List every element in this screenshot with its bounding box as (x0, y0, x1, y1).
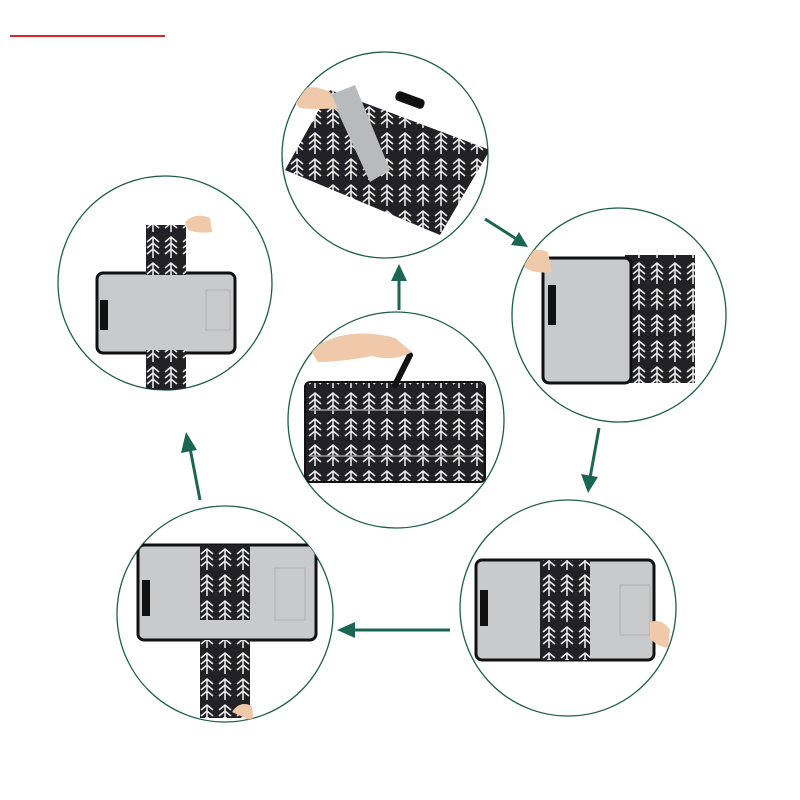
arrow-top-to-right (484, 217, 528, 247)
accent-rule (10, 35, 165, 37)
flow-arrows (181, 217, 601, 638)
step-circle-left-bottom (116, 505, 334, 723)
arrow-center-up (391, 264, 407, 310)
step-circle-right-bottom (459, 499, 677, 717)
step-circle-left-top (57, 175, 273, 391)
step-circle-center (287, 311, 505, 529)
arrow-left-up (181, 432, 202, 501)
arrow-bottom-right-to-left (337, 622, 450, 638)
step-circle-top (281, 51, 489, 259)
arrow-right-down (581, 427, 601, 493)
step-circle-right-top (511, 207, 727, 423)
